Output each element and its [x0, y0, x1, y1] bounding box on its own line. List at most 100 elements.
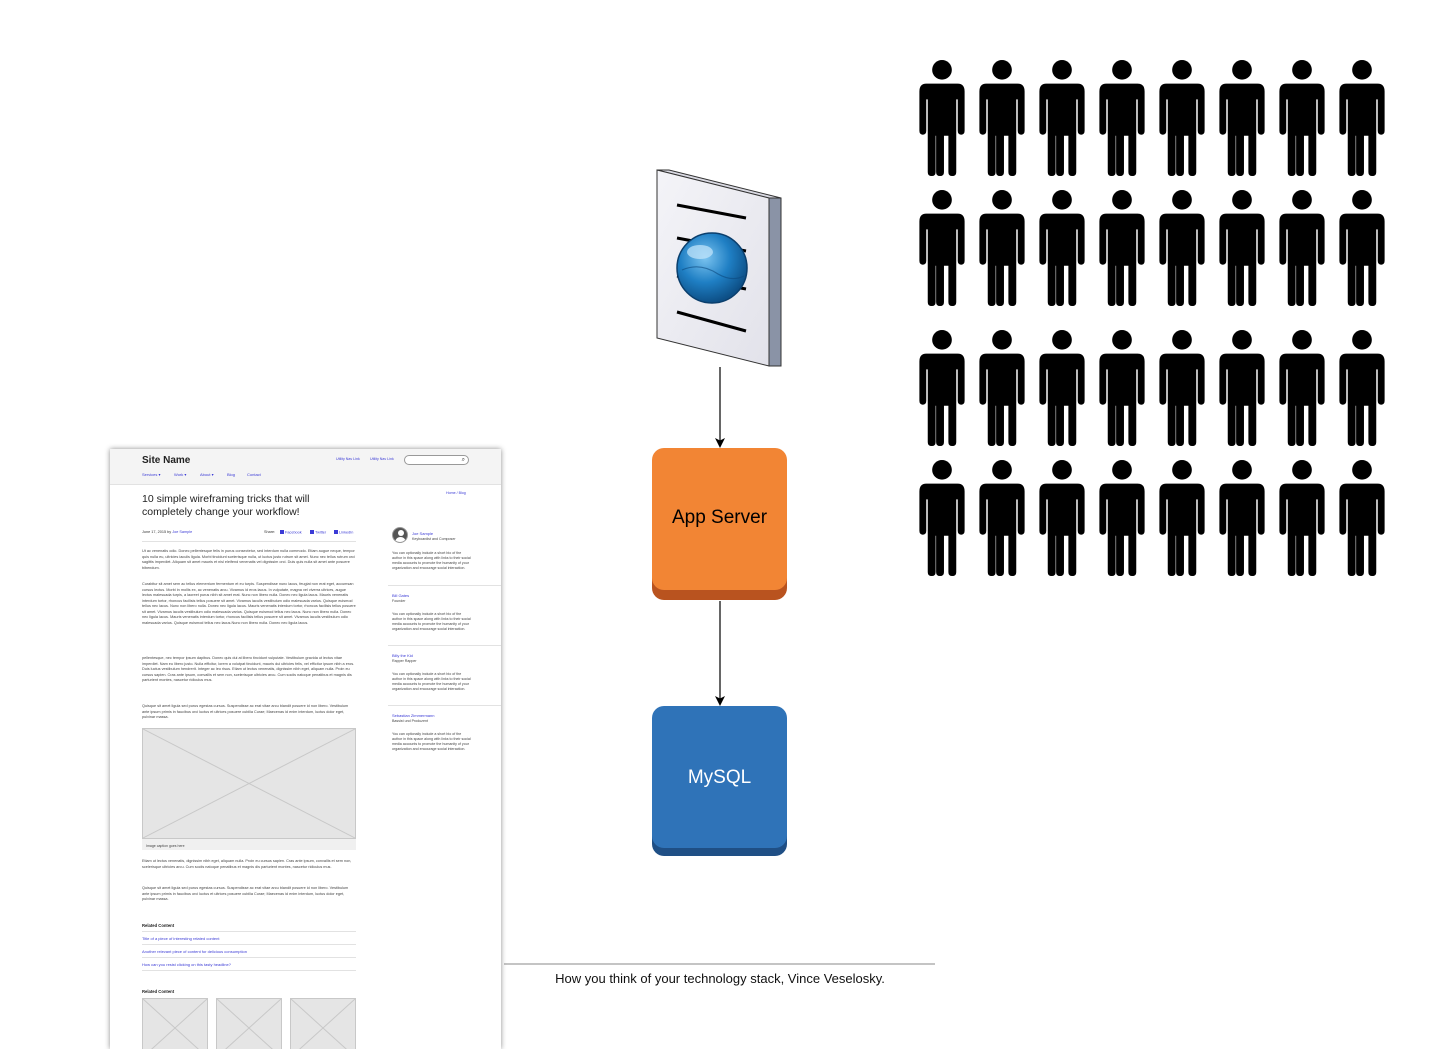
- person-icon: [919, 190, 965, 306]
- person-role: Keyboardist and Composer: [412, 537, 456, 541]
- person-icon: [1159, 460, 1205, 576]
- related-content-heading: Related Content: [142, 923, 175, 928]
- utility-nav-link-2[interactable]: Utility Nav Link: [370, 457, 394, 461]
- related-link[interactable]: How can you resist clicking on this tast…: [142, 962, 231, 967]
- article-title: 10 simple wireframing tricks that will c…: [142, 493, 310, 518]
- article-paragraph: Curabitur sit amet sem ac tellus element…: [142, 582, 356, 625]
- person-icon: [1219, 60, 1265, 176]
- meta-divider: [142, 541, 356, 542]
- related-divider: [142, 957, 356, 958]
- avatar-body: [395, 537, 406, 542]
- person-bio: You can optionally include a short bio o…: [392, 612, 471, 631]
- person-icon: [1339, 60, 1385, 176]
- person-role: Rapper Rapper: [392, 659, 417, 663]
- thumbnail-cross: [290, 998, 356, 1049]
- article-paragraph: Etiam ut lectus venenatis, dignissim nib…: [142, 859, 352, 869]
- person-icon: [1159, 330, 1205, 446]
- figure-caption: How you think of your technology stack, …: [555, 971, 885, 986]
- article-paragraph: pellentesque, nec tempor ipsum dapibus. …: [142, 656, 355, 682]
- diagram-canvas: [504, 60, 1385, 965]
- article-meta: June 17, 2015 by Joe Sample: [142, 530, 192, 534]
- article-paragraph: Quisque sit amet ligula sed purus egesta…: [142, 704, 349, 719]
- article-paragraph: Quisque sit amet ligula sed purus egesta…: [142, 886, 349, 901]
- nav-item-contact[interactable]: Contact: [247, 472, 261, 477]
- person-icon: [979, 460, 1025, 576]
- person-icon: [1099, 330, 1145, 446]
- person-icon: [1159, 190, 1205, 306]
- nav-item-blog[interactable]: Blog: [227, 472, 236, 477]
- person-icon: [1339, 330, 1385, 446]
- person-name[interactable]: Joe Sample: [412, 531, 434, 536]
- facebook-link[interactable]: Facebook: [285, 530, 302, 535]
- share-twitter[interactable]: Twitter: [310, 530, 326, 535]
- article-date: June 17, 2015 by: [142, 530, 173, 534]
- sidebar-divider: [388, 705, 501, 706]
- person-name[interactable]: Sebastian Zimmermann: [392, 713, 435, 718]
- person-icon: [1279, 60, 1325, 176]
- person-bio: You can optionally include a short bio o…: [392, 672, 471, 691]
- site-name[interactable]: Site Name: [142, 455, 191, 466]
- person-bio: You can optionally include a short bio o…: [392, 551, 471, 570]
- person-icon: [1279, 330, 1325, 446]
- sidebar-divider: [388, 585, 501, 586]
- person-icon: [979, 190, 1025, 306]
- person-icon: [1039, 190, 1085, 306]
- person-icon: [1279, 190, 1325, 306]
- share-facebook[interactable]: Facebook: [280, 530, 302, 535]
- person-icon: [1219, 190, 1265, 306]
- facebook-icon: [280, 530, 284, 534]
- utility-nav-link-1[interactable]: Utility Nav Link: [336, 457, 360, 461]
- search-input[interactable]: ⌕: [404, 455, 469, 465]
- twitter-icon: [310, 530, 314, 534]
- wireframe-mockup: Site Name Utility Nav Link Utility Nav L…: [110, 449, 501, 1049]
- person-bio: You can optionally include a short bio o…: [392, 732, 471, 751]
- breadcrumb[interactable]: Home / Blog: [446, 491, 466, 495]
- person-icon: [1099, 60, 1145, 176]
- twitter-link[interactable]: Twitter: [315, 530, 327, 535]
- article-paragraph: Ut ac venenatis odio. Donec pellentesque…: [142, 549, 355, 570]
- person-name[interactable]: Bill Gates: [392, 593, 410, 598]
- avatar-head: [397, 530, 404, 536]
- person-icon: [1159, 60, 1205, 176]
- image-caption: Image caption goes here: [146, 844, 185, 848]
- related-link[interactable]: Another relevant piece of content for de…: [142, 949, 247, 954]
- app-server-label: App Server: [671, 507, 768, 528]
- person-icon: [1099, 190, 1145, 306]
- people-grid: [919, 60, 1385, 576]
- person-icon: [1099, 460, 1145, 576]
- nav-item-work[interactable]: Work ▾: [174, 472, 187, 477]
- image-placeholder-cross: [142, 728, 356, 839]
- person-icon: [979, 60, 1025, 176]
- person-icon: [1219, 460, 1265, 576]
- nav-item-about[interactable]: About ▾: [200, 472, 214, 477]
- thumbnail-cross: [142, 998, 208, 1049]
- linkedin-link[interactable]: LinkedIn: [339, 530, 354, 535]
- person-role: Founder: [392, 599, 406, 603]
- nav-item-services[interactable]: Services ▾: [142, 472, 161, 477]
- person-icon: [1039, 60, 1085, 176]
- image-placeholder: [142, 728, 356, 839]
- author-link[interactable]: Joe Sample: [172, 530, 193, 534]
- related-divider: [142, 931, 356, 932]
- person-icon: [919, 330, 965, 446]
- app-server-box: [652, 448, 787, 600]
- person-icon: [979, 330, 1025, 446]
- related-divider: [142, 944, 356, 945]
- person-icon: [1279, 460, 1325, 576]
- person-icon: [1339, 460, 1385, 576]
- thumbnail-cross: [216, 998, 282, 1049]
- related-link[interactable]: Title of a piece of interesting related …: [142, 936, 220, 941]
- related-divider: [142, 970, 356, 971]
- share-label: Share:: [264, 530, 276, 534]
- person-icon: [919, 60, 965, 176]
- person-name[interactable]: Billy the Kid: [392, 653, 413, 658]
- image-caption-bar: [142, 839, 356, 850]
- web-server-globe-icon: [656, 169, 782, 367]
- sidebar-divider: [388, 645, 501, 646]
- person-icon: [1219, 330, 1265, 446]
- search-icon[interactable]: ⌕: [461, 457, 465, 463]
- person-role: Bassist und Produzent: [392, 719, 428, 723]
- person-icon: [919, 460, 965, 576]
- person-icon: [1039, 460, 1085, 576]
- share-linkedin[interactable]: LinkedIn: [334, 530, 353, 535]
